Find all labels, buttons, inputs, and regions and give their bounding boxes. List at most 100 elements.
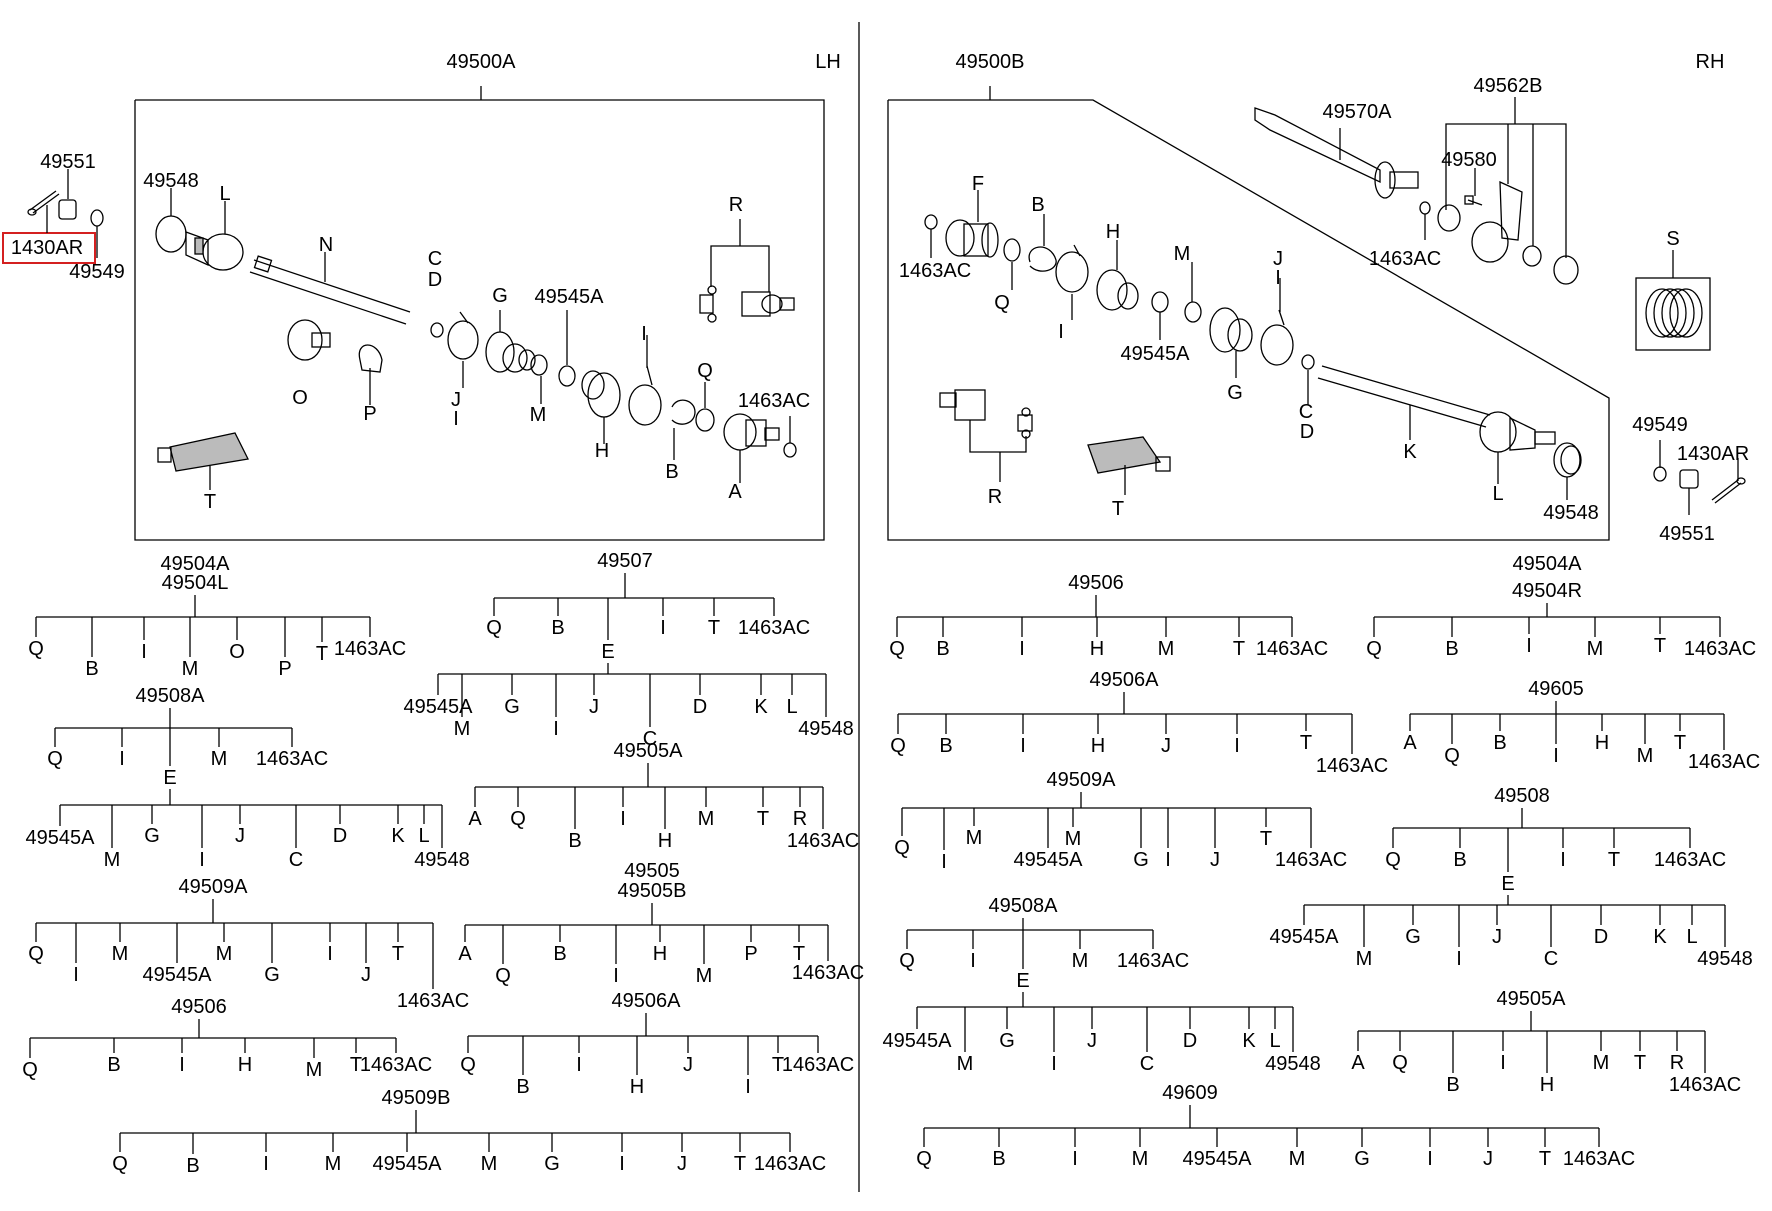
lh-circlip-cd-icon bbox=[430, 322, 444, 338]
kit-item: M bbox=[1065, 828, 1082, 850]
lh-part-d: D bbox=[428, 269, 442, 291]
rh-part-i: I bbox=[1058, 321, 1064, 343]
kit-item: A bbox=[1351, 1052, 1365, 1074]
lh-band-ji-icon bbox=[447, 311, 479, 360]
lh-clamp-p-icon bbox=[358, 344, 383, 373]
rh-part-f: F bbox=[972, 173, 984, 195]
rh-inner-joint-f-icon bbox=[945, 219, 999, 258]
rh-part-1463ac: 1463AC bbox=[899, 260, 971, 282]
group-item: L bbox=[418, 825, 429, 847]
rh-ring-q-icon bbox=[1003, 238, 1021, 262]
kit-item: I bbox=[613, 965, 619, 987]
lh-part-i: I bbox=[641, 323, 647, 345]
group-item: L bbox=[1269, 1030, 1280, 1052]
kit-item: I bbox=[73, 964, 79, 986]
rh-clamp-49545a-icon bbox=[1184, 301, 1202, 323]
kit-item: O bbox=[229, 641, 245, 663]
rh-circlip-cd-icon bbox=[1301, 354, 1315, 370]
rh-part-h: H bbox=[1106, 221, 1120, 243]
lh-part-49548: 49548 bbox=[143, 170, 199, 192]
kit-code: 49505A bbox=[1497, 988, 1567, 1010]
group-item: 49545A bbox=[404, 696, 474, 718]
rh-band-i-icon bbox=[1055, 244, 1089, 293]
rh-part-d: D bbox=[1300, 421, 1314, 443]
rh-ring-49548-icon bbox=[1553, 442, 1582, 478]
kit-item: M bbox=[1132, 1148, 1149, 1170]
rh-part-q: Q bbox=[994, 292, 1010, 314]
kit-item: 1463AC bbox=[256, 748, 328, 770]
kit-item: 1463AC bbox=[782, 1054, 854, 1076]
lh-r-bracket bbox=[710, 245, 770, 292]
kit-item: J bbox=[1161, 735, 1171, 757]
kit-item: P bbox=[744, 943, 757, 965]
group-item: D bbox=[693, 696, 707, 718]
kit-item: G bbox=[1354, 1148, 1370, 1170]
kit-item: J bbox=[683, 1054, 693, 1076]
rh-grease-tube-t-icon bbox=[1087, 436, 1171, 474]
kit-item: Q bbox=[28, 638, 44, 660]
kit-item: M bbox=[1158, 638, 1175, 660]
kit-item: M bbox=[216, 943, 233, 965]
kit-item: 1463AC bbox=[1117, 950, 1189, 972]
lh-part-t: T bbox=[204, 491, 216, 513]
kit-item: I bbox=[1020, 735, 1026, 757]
lh-part-n: N bbox=[319, 234, 333, 256]
kit-item: G bbox=[264, 964, 280, 986]
kit-item: B bbox=[1446, 1074, 1459, 1096]
rh-part-49551: 49551 bbox=[1659, 523, 1715, 545]
rh-part-1463ac: 1463AC bbox=[1369, 248, 1441, 270]
kit-item: Q bbox=[1385, 849, 1401, 871]
group-item: K bbox=[754, 696, 768, 718]
group-item: C bbox=[289, 849, 303, 871]
kit-item: J bbox=[361, 964, 371, 986]
kit-item: M bbox=[698, 808, 715, 830]
rh-snap-ring-b-icon bbox=[1028, 246, 1057, 272]
kit-item: 1463AC bbox=[787, 830, 859, 852]
kit-item: M bbox=[1593, 1052, 1610, 1074]
rh-band-ji-icon bbox=[1260, 309, 1294, 366]
rh-part-j: J bbox=[1273, 248, 1283, 270]
rh-clamp-m-icon bbox=[1151, 291, 1169, 313]
kit-item: T bbox=[1300, 732, 1312, 754]
kit-item: M bbox=[211, 748, 228, 770]
rh-boot-g-icon bbox=[1209, 307, 1253, 353]
rh-part-49545a: 49545A bbox=[1121, 343, 1191, 365]
kit-item: J bbox=[1483, 1148, 1493, 1170]
rh-part-k: K bbox=[1403, 441, 1417, 463]
rh-kit-s-icon bbox=[1635, 277, 1711, 351]
group-item: 49548 bbox=[1697, 948, 1753, 970]
kit-item: Q bbox=[112, 1153, 128, 1175]
kit-code: 49504A bbox=[161, 553, 231, 575]
kit-item: T bbox=[1608, 849, 1620, 871]
kit-item: B bbox=[516, 1076, 529, 1098]
group-item: D bbox=[1183, 1030, 1197, 1052]
kit-item: 1463AC bbox=[1669, 1074, 1741, 1096]
kit-code: 49509A bbox=[179, 876, 249, 898]
rh-49562b-bracket bbox=[1445, 123, 1567, 258]
group-item: K bbox=[391, 825, 405, 847]
kit-item: Q bbox=[28, 943, 44, 965]
kit-item: A bbox=[468, 808, 482, 830]
rh-bolt-49580-icon bbox=[1464, 195, 1483, 206]
rh-part-49580: 49580 bbox=[1441, 149, 1497, 171]
kit-item: B bbox=[107, 1054, 120, 1076]
lh-shaft-n-icon bbox=[249, 255, 411, 325]
kit-item: T bbox=[316, 643, 328, 665]
group-item: 49545A bbox=[1270, 926, 1340, 948]
lh-inner-joint-a-icon bbox=[723, 413, 780, 451]
lh-part-m: M bbox=[530, 404, 547, 426]
kit-item: 1463AC bbox=[1256, 638, 1328, 660]
kit-item: I bbox=[1427, 1148, 1433, 1170]
group-item: 49545A bbox=[26, 827, 96, 849]
kit-item: I bbox=[179, 1054, 185, 1076]
lh-part-a: A bbox=[728, 481, 742, 503]
kit-item: Q bbox=[889, 638, 905, 660]
lh-grease-tube-t-icon bbox=[157, 432, 249, 472]
